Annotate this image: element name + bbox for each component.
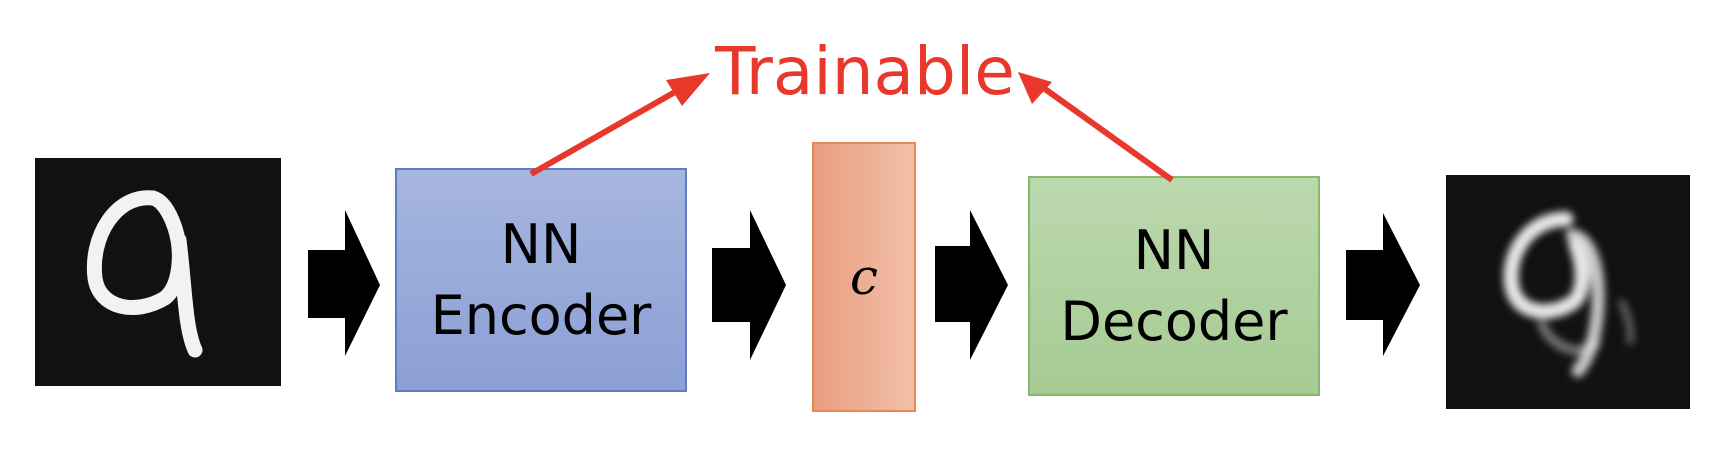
annotation-arrow-from-decoder: [1018, 72, 1174, 183]
annotation-arrow-from-encoder: [529, 73, 710, 177]
encoder-label-line2: Encoder: [430, 284, 652, 347]
trainable-annotation: Trainable: [715, 33, 1015, 110]
decoder-label-line2: Decoder: [1060, 290, 1288, 353]
encoder-label-line1: NN: [500, 212, 582, 276]
flow-arrow-input-to-encoder: [308, 210, 380, 356]
decoder-label-line1: NN: [1133, 218, 1215, 282]
flow-arrow-code-to-decoder: [935, 210, 1008, 360]
input-digit-9-icon: [35, 158, 281, 386]
code-vector-box: c: [812, 142, 916, 412]
input-digit-image: [35, 158, 281, 386]
flow-arrow-encoder-to-code: [712, 210, 786, 360]
nn-decoder-box: NN Decoder: [1028, 176, 1320, 396]
output-digit-image: [1446, 175, 1690, 409]
flow-arrow-decoder-to-output: [1346, 213, 1420, 356]
output-digit-9-icon: [1446, 175, 1690, 409]
code-label: c: [849, 248, 878, 306]
